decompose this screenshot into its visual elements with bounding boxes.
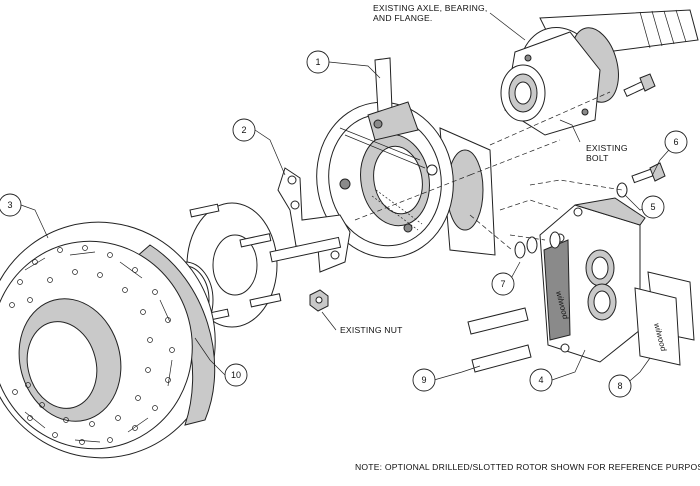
bolt-label-line2: BOLT (586, 153, 609, 163)
shims (467, 307, 532, 373)
mounting-bolt (631, 162, 666, 184)
callout-10: 10 (224, 363, 248, 387)
brake-pads: wilwood (634, 271, 695, 366)
svg-text:1: 1 (315, 57, 320, 67)
footnote: NOTE: OPTIONAL DRILLED/SLOTTED ROTOR SHO… (355, 462, 700, 472)
existing-bolt-upper (623, 73, 656, 98)
callout-8: 8 (608, 374, 632, 398)
axle-label-line1: EXISTING AXLE, BEARING, (373, 3, 487, 13)
callout-4: 4 (529, 368, 553, 392)
callout-1: 1 (306, 50, 330, 74)
svg-text:8: 8 (617, 381, 622, 391)
axle-assembly (500, 9, 699, 136)
callout-3: 3 (0, 193, 22, 217)
callout-6: 6 (664, 130, 688, 154)
svg-text:5: 5 (650, 202, 655, 212)
callout-5: 5 (641, 195, 665, 219)
nut-label: EXISTING NUT (340, 325, 403, 335)
svg-text:10: 10 (231, 370, 241, 380)
alignment-lines (354, 91, 623, 251)
callout-7: 7 (491, 272, 515, 296)
svg-text:6: 6 (673, 137, 678, 147)
parking-brake-assembly (316, 57, 496, 259)
axle-label-line2: AND FLANGE. (373, 13, 433, 23)
callout-2: 2 (232, 118, 256, 142)
caliper: wilwood (539, 197, 646, 363)
svg-text:4: 4 (538, 375, 543, 385)
callout-9: 9 (412, 368, 436, 392)
svg-text:9: 9 (421, 375, 426, 385)
svg-text:2: 2 (241, 125, 246, 135)
svg-text:3: 3 (7, 200, 12, 210)
drilled-slotted-rotor (0, 221, 216, 459)
washers (514, 182, 628, 259)
svg-text:7: 7 (500, 279, 505, 289)
bolt-label-line1: EXISTING (586, 143, 628, 153)
